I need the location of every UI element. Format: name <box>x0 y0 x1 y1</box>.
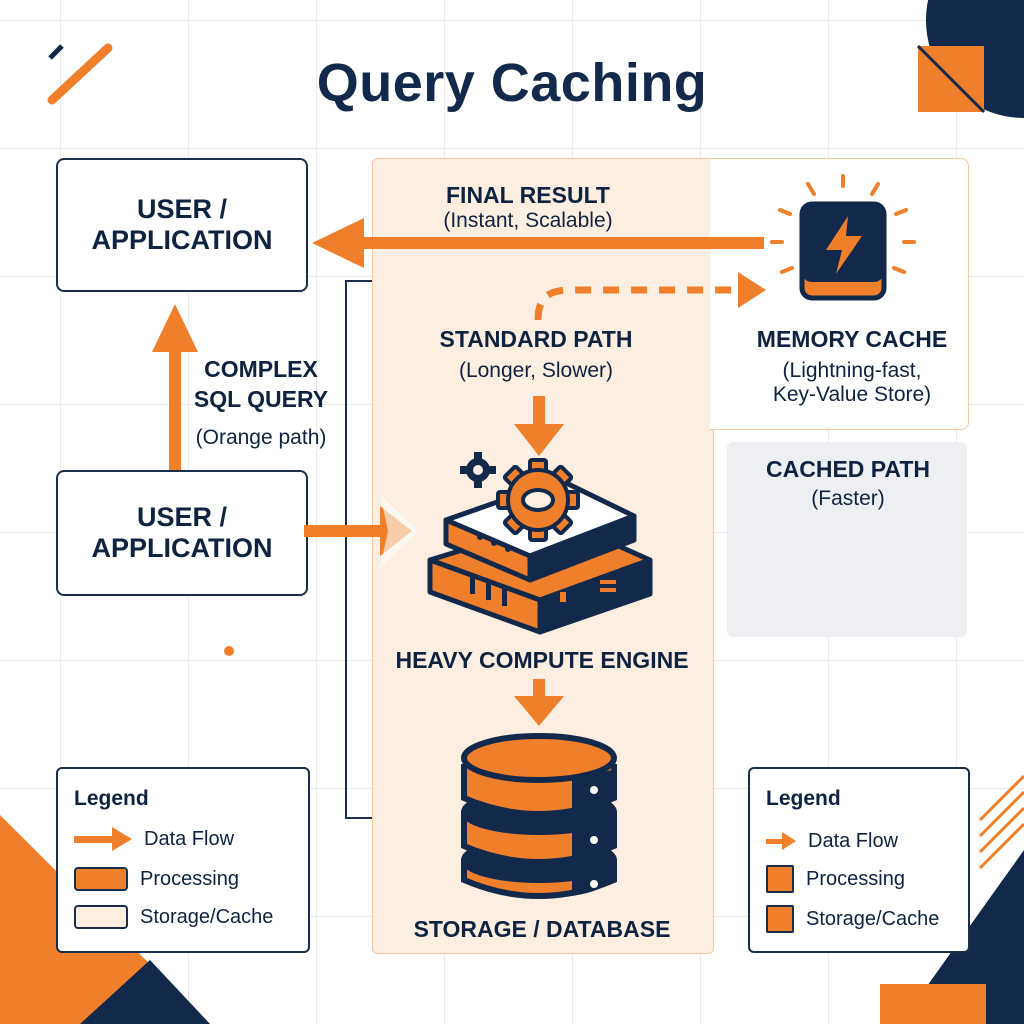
standard-path-sub: (Longer, Slower) <box>458 359 614 382</box>
user-bottom-line1: USER / <box>136 502 228 532</box>
memory-cache-sub2: Key-Value Store) <box>772 383 932 406</box>
arrow-right-icon <box>74 827 132 851</box>
legend-right-row-processing: Processing <box>766 865 905 893</box>
processing-swatch <box>74 867 128 891</box>
arrow-right-icon <box>766 832 796 850</box>
legend-right-flow-label: Data Flow <box>808 829 899 852</box>
legend-left-storage-label: Storage/Cache <box>140 905 274 928</box>
legend-right-processing-label: Processing <box>806 867 905 890</box>
memory-cache-sub1: (Lightning-fast, <box>782 359 922 382</box>
complex-query-sub: (Orange path) <box>195 426 327 449</box>
compute-engine-label: HEAVY COMPUTE ENGINE <box>376 647 708 674</box>
standard-path-label: STANDARD PATH (Longer, Slower) <box>400 326 672 383</box>
complex-query-line2: SQL QUERY <box>193 386 329 412</box>
legend-right-storage-label: Storage/Cache <box>806 907 940 930</box>
complex-query-arrow <box>152 304 198 470</box>
user-application-top[interactable]: USER / APPLICATION <box>56 158 308 292</box>
final-result-arrow <box>312 218 764 268</box>
storage-swatch <box>74 905 128 929</box>
compute-engine-text: HEAVY COMPUTE ENGINE <box>395 647 689 673</box>
compute-to-storage-arrow <box>514 679 564 726</box>
storage-swatch <box>766 905 794 933</box>
legend-right-row-storage: Storage/Cache <box>766 905 939 933</box>
standard-path-title: STANDARD PATH <box>439 326 633 352</box>
final-result-title: FINAL RESULT <box>446 182 610 208</box>
cached-path-panel <box>727 442 967 637</box>
cached-dashed-arrow <box>534 272 766 321</box>
user-bottom-line2: APPLICATION <box>91 533 273 563</box>
cached-path-label: CACHED PATH (Faster) <box>730 456 966 511</box>
storage-label: STORAGE / DATABASE <box>376 916 708 943</box>
memory-cache-title: MEMORY CACHE <box>756 326 948 352</box>
complex-query-line1: COMPLEX <box>204 356 318 382</box>
final-result-sub: (Instant, Scalable) <box>443 209 613 232</box>
legend-right: Legend Data Flow Processing Storage/Cach… <box>748 767 970 953</box>
user-top-line1: USER / <box>136 194 228 224</box>
standard-path-arrow <box>514 396 564 456</box>
complex-query-label: COMPLEX SQL QUERY (Orange path) <box>186 354 336 450</box>
legend-left-row-flow: Data Flow <box>74 825 234 853</box>
user-top-line2: APPLICATION <box>91 225 273 255</box>
cached-path-title: CACHED PATH <box>766 456 930 482</box>
legend-left: Legend Data Flow Processing Storage/Cach… <box>56 767 310 953</box>
processing-swatch <box>766 865 794 893</box>
storage-text: STORAGE / DATABASE <box>413 916 671 942</box>
query-to-compute-arrow <box>304 494 418 568</box>
legend-left-row-storage: Storage/Cache <box>74 903 273 931</box>
legend-left-flow-label: Data Flow <box>144 827 235 850</box>
legend-right-title: Legend <box>766 787 841 810</box>
cached-path-sub: (Faster) <box>811 487 885 510</box>
final-result-label: FINAL RESULT (Instant, Scalable) <box>400 182 656 233</box>
memory-cache-label: MEMORY CACHE (Lightning-fast, Key-Value … <box>730 326 974 407</box>
page-title: Query Caching <box>316 53 708 113</box>
legend-left-title: Legend <box>74 787 149 810</box>
legend-left-row-processing: Processing <box>74 865 239 893</box>
user-application-bottom[interactable]: USER / APPLICATION <box>56 470 308 596</box>
legend-left-processing-label: Processing <box>140 867 239 890</box>
legend-right-row-flow: Data Flow <box>766 827 898 855</box>
